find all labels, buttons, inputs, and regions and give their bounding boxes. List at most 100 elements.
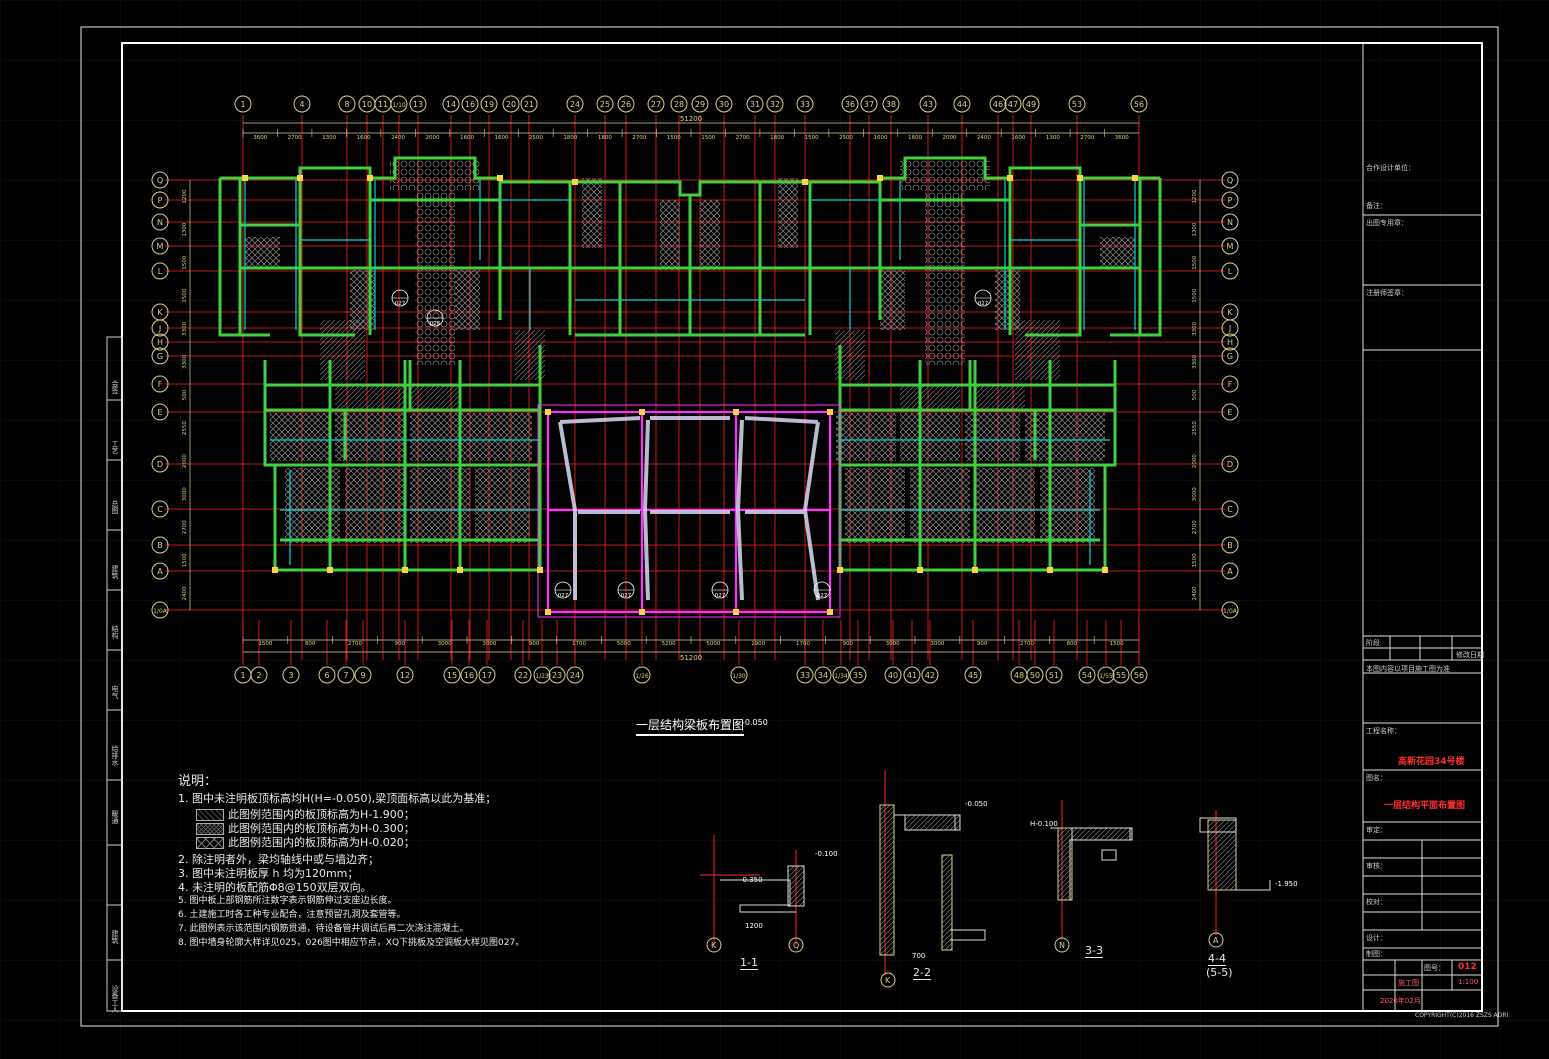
note-item: 8. 图中墙身轮廓大样详见025，026图中相应节点，XQ下挑板及空调板大样见图… [178, 938, 525, 948]
dimension-top: 1300 [1046, 135, 1060, 141]
axis-bottom-label-bubble [1045, 666, 1063, 684]
axis-bottom-label: 56 [1134, 671, 1144, 680]
axis-top-label: 10 [362, 100, 372, 109]
axis-bottom-label-bubble [533, 666, 551, 684]
axis-left-label-bubble [151, 375, 169, 393]
axis-bottom-label: 45 [968, 671, 978, 680]
axis-top-label-bubble [796, 95, 814, 113]
axis-right-label: C [1227, 505, 1233, 514]
column [733, 609, 739, 615]
dimension-top: 2400 [977, 135, 991, 141]
dimension-right: 500 [1192, 389, 1198, 400]
axis-bottom-label: 51 [1049, 671, 1059, 680]
dimension-right: 1200 [1192, 189, 1198, 203]
column [1132, 175, 1138, 181]
plan-title: 一层结构梁板布置图 [636, 716, 745, 736]
axis-top-label: 13 [413, 100, 423, 109]
dimension-left: 2700 [182, 520, 188, 534]
axis-bottom-label-bubble [814, 666, 832, 684]
dimension-right: 1500 [1192, 288, 1198, 302]
axis-top-label-bubble [715, 95, 733, 113]
axis-top-label-bubble [338, 95, 356, 113]
axis-top-label-bubble [409, 95, 427, 113]
section-3-3: N [1050, 800, 1133, 953]
section-marker-label: 027 [978, 301, 989, 307]
axis-bottom-label: 1/55 [1099, 673, 1113, 680]
axis-top-label-bubble [919, 95, 937, 113]
column [402, 567, 408, 573]
column [545, 609, 551, 615]
axis-left-label: G [157, 352, 163, 361]
axis-left-label: H [157, 338, 163, 347]
strip-label: 给排水 [111, 745, 119, 766]
dimension-top: 1300 [322, 135, 336, 141]
axis-right-label-bubble [1221, 171, 1239, 189]
check-label: 校对： [1366, 898, 1387, 906]
dimension-top: 1600 [460, 135, 474, 141]
axis-right-label: P [1228, 196, 1233, 205]
section-label: (5-5) [1206, 966, 1233, 979]
dimension-top: 2000 [942, 135, 956, 141]
review-label: 审核： [1366, 862, 1387, 870]
axis-bottom-label: 17 [482, 671, 492, 680]
section-label: 1-1 [740, 956, 758, 970]
strip-label: 总图 [111, 500, 119, 514]
axis-bottom-label: 23 [552, 671, 562, 680]
dimension-left: 3000 [182, 487, 188, 501]
dimension-right: 2000 [1192, 454, 1198, 468]
axis-right-label-bubble [1221, 213, 1239, 231]
dimension-top: 1800 [598, 135, 612, 141]
axis-bottom-label-bubble [832, 666, 850, 684]
axis-top-label: 28 [674, 100, 684, 109]
axis-bottom-label-bubble [460, 666, 478, 684]
axis-top-label: 56 [1134, 100, 1144, 109]
dimension-top: 3600 [253, 135, 267, 141]
column [733, 409, 739, 415]
axis-bottom-label-bubble [849, 666, 867, 684]
axis-left-label: E [157, 408, 162, 417]
axis-bottom-label: 50 [1030, 671, 1040, 680]
axis-bottom-label: 7 [343, 671, 348, 680]
axis-top-label-bubble [691, 95, 709, 113]
axis-bottom-label: 55 [1116, 671, 1126, 680]
axis-top-label: 44 [957, 100, 967, 109]
axis-bottom-label-bubble [337, 666, 355, 684]
column [572, 179, 578, 185]
dimension-bottom: 900 [529, 641, 540, 647]
axis-left-label-bubble [151, 601, 169, 619]
axis-bottom-label-bubble [443, 666, 461, 684]
axis-left-label-bubble [151, 213, 169, 231]
axis-top-label-bubble [989, 95, 1007, 113]
axis-top-label: 46 [993, 100, 1003, 109]
axis-left-label-bubble [151, 403, 169, 421]
hatch-legend-icon [196, 809, 224, 821]
dimension-top: 1600 [1011, 135, 1025, 141]
axis-bottom-label-bubble [796, 666, 814, 684]
project-name: 高新花园34号楼 [1398, 757, 1465, 767]
note-legend-2: 此图例范围内的板顶标高为H-0.300； [196, 820, 415, 836]
draw-label: 制图： [1366, 950, 1387, 958]
axis-top-label-bubble [566, 95, 584, 113]
dimension-top: 1600 [874, 135, 888, 141]
axis-right-label: 1/0A [1223, 608, 1238, 615]
axis-bottom-label-bubble [566, 666, 584, 684]
axis-right-label: M [1227, 242, 1234, 251]
design-label: 设计： [1366, 934, 1387, 942]
axis-top-label-bubble [480, 95, 498, 113]
axis-top-label: 27 [651, 100, 661, 109]
axis-left-label-bubble [151, 237, 169, 255]
axis-top-label-bubble [293, 95, 311, 113]
axis-bottom-label: 3 [288, 671, 293, 680]
dimension-right: 1500 [1192, 255, 1198, 269]
dimension-top: 2500 [529, 135, 543, 141]
axis-bottom-label-bubble [1078, 666, 1096, 684]
axis-left-label: Q [157, 176, 163, 185]
axis-bottom-label: 54 [1082, 671, 1092, 680]
axis-right-label: G [1227, 352, 1233, 361]
axis-right-label-bubble [1221, 601, 1239, 619]
note-item: 5. 图中板上部钢筋所注数字表示钢筋伸过支座边长度。 [178, 896, 397, 906]
plan-title-level: -0.050 [742, 718, 768, 727]
column [545, 409, 551, 415]
axis-right-label-bubble [1221, 319, 1239, 337]
dimension-left: 1500 [182, 255, 188, 269]
